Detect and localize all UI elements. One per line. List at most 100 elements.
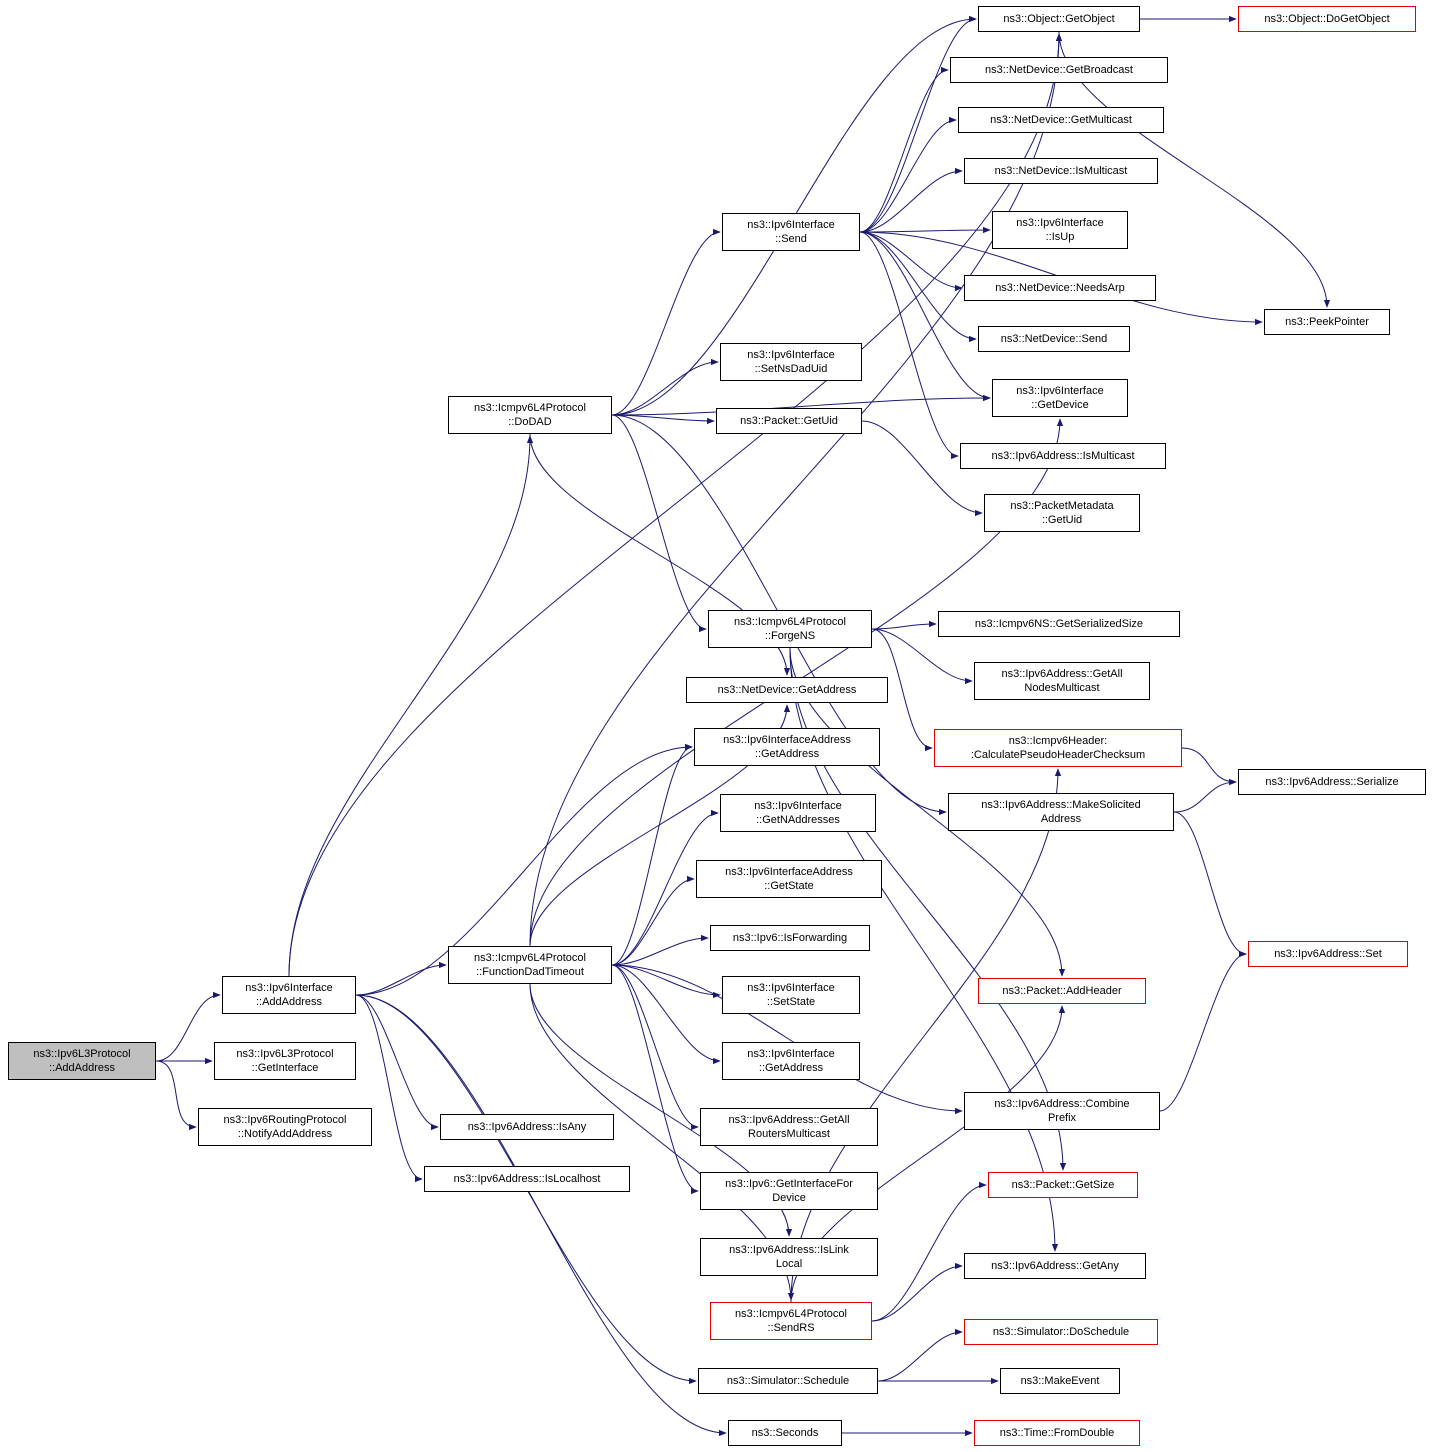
graph-node-makeevent[interactable]: ns3::MakeEvent [1000, 1368, 1120, 1394]
graph-node-label: ns3::NetDevice::GetMulticast [990, 113, 1132, 126]
graph-node-ipv6addr-ismulticast[interactable]: ns3::Ipv6Address::IsMulticast [960, 443, 1166, 469]
graph-node-label: ns3::Simulator::Schedule [726, 1374, 850, 1387]
edge-functiondadtimeout--isforwarding [611, 934, 709, 966]
graph-node-label: ns3::Ipv6RoutingProtocol [223, 1113, 347, 1126]
graph-node-isany[interactable]: ns3::Ipv6Address::IsAny [440, 1114, 614, 1140]
graph-node-label: ns3::Ipv6InterfaceAddress [723, 733, 851, 746]
graph-node-peekpointer[interactable]: ns3::PeekPointer [1264, 309, 1390, 335]
graph-node-label: ::DoDAD [508, 416, 552, 428]
graph-node-label: ns3::Packet::GetUid [740, 414, 838, 427]
edge-functiondadtimeout--ipv6if-getaddress [611, 964, 721, 1065]
graph-node-netdev-send[interactable]: ns3::NetDevice::Send [978, 326, 1130, 352]
graph-node-getobject[interactable]: ns3::Object::GetObject [978, 6, 1140, 32]
graph-node-label: ns3::Icmpv6L4Protocol [474, 951, 586, 964]
graph-node-label: ::SendRS [767, 1322, 815, 1334]
graph-node-ipv6l3-addaddress: ns3::Ipv6L3Protocol::AddAddress [8, 1042, 156, 1080]
graph-node-netdev-getaddress[interactable]: ns3::NetDevice::GetAddress [686, 677, 888, 703]
graph-node-functiondadtimeout[interactable]: ns3::Icmpv6L4Protocol::FunctionDadTimeou… [448, 946, 612, 984]
graph-node-label: ns3::Ipv6Interface [747, 218, 835, 231]
graph-node-label: ns3::NetDevice::GetAddress [717, 683, 857, 696]
edge-ipv6if-send--getmulticast [859, 116, 957, 233]
graph-node-label: ns3::Ipv6L3Protocol [33, 1047, 131, 1060]
edge-schedule--doschedule [877, 1328, 963, 1382]
graph-node-needsarp[interactable]: ns3::NetDevice::NeedsArp [964, 275, 1156, 301]
graph-node-addheader[interactable]: ns3::Packet::AddHeader [978, 978, 1146, 1004]
graph-node-schedule[interactable]: ns3::Simulator::Schedule [698, 1368, 878, 1394]
graph-node-label: ns3::Ipv6Interface [754, 799, 842, 812]
graph-node-netdev-ismulticast[interactable]: ns3::NetDevice::IsMulticast [964, 158, 1158, 184]
graph-node-ipv6addr-set[interactable]: ns3::Ipv6Address::Set [1248, 941, 1408, 967]
graph-node-seconds[interactable]: ns3::Seconds [728, 1420, 842, 1446]
graph-node-getsize[interactable]: ns3::Packet::GetSize [988, 1172, 1138, 1198]
graph-node-dogetobject[interactable]: ns3::Object::DoGetObject [1238, 6, 1416, 32]
graph-node-label: Address [1040, 813, 1082, 825]
graph-node-label: ::GetUid [1041, 514, 1083, 526]
graph-node-isup[interactable]: ns3::Ipv6Interface::IsUp [992, 211, 1128, 249]
edge-ipv6if-send--getobject [859, 15, 977, 233]
graph-node-label: ns3::Ipv6Address::MakeSolicited [981, 798, 1141, 811]
graph-node-getnaddresses[interactable]: ns3::Ipv6Interface::GetNAddresses [720, 794, 876, 832]
edge-dodad--forgens [611, 414, 707, 633]
edge-dodad--packet-getuid [611, 414, 715, 425]
graph-node-label: ::ForgeNS [764, 630, 816, 642]
graph-node-setnsdaduid[interactable]: ns3::Ipv6Interface::SetNsDadUid [720, 343, 862, 381]
graph-node-dodad[interactable]: ns3::Icmpv6L4Protocol::DoDAD [448, 396, 612, 434]
edge-ipv6if-send--ipv6addr-ismulticast [859, 231, 959, 460]
graph-node-label: ns3::NetDevice::NeedsArp [995, 281, 1125, 294]
graph-node-serialize[interactable]: ns3::Ipv6Address::Serialize [1238, 769, 1426, 795]
graph-node-label: ns3::Seconds [751, 1426, 819, 1439]
graph-node-notifyaddaddress[interactable]: ns3::Ipv6RoutingProtocol::NotifyAddAddre… [198, 1108, 372, 1146]
graph-node-getserializedsize[interactable]: ns3::Icmpv6NS::GetSerializedSize [938, 611, 1180, 637]
graph-node-label: ::IsUp [1045, 231, 1075, 243]
graph-node-packet-getuid[interactable]: ns3::Packet::GetUid [716, 408, 862, 434]
graph-node-islocalhost[interactable]: ns3::Ipv6Address::IsLocalhost [424, 1166, 630, 1192]
graph-node-label: ns3::Icmpv6L4Protocol [474, 401, 586, 414]
graph-node-packetmetadata-getuid[interactable]: ns3::PacketMetadata::GetUid [984, 494, 1140, 532]
graph-node-sendrs[interactable]: ns3::Icmpv6L4Protocol::SendRS [710, 1302, 872, 1340]
graph-node-ipv6if-send[interactable]: ns3::Ipv6Interface::Send [722, 213, 860, 251]
edge-dodad--setnsdaduid [611, 358, 719, 416]
graph-node-ipv6l3-getinterface[interactable]: ns3::Ipv6L3Protocol::GetInterface [214, 1042, 356, 1080]
graph-node-getdevice[interactable]: ns3::Ipv6Interface::GetDevice [992, 379, 1128, 417]
graph-node-forgens[interactable]: ns3::Icmpv6L4Protocol::ForgeNS [708, 610, 872, 648]
graph-node-label: ns3::Ipv6Address::GetAll [1001, 667, 1123, 680]
edge-ipv6l3-addaddress--ipv6if-addaddress [155, 991, 221, 1062]
graph-node-label: ::FunctionDadTimeout [476, 966, 584, 978]
graph-node-getmulticast[interactable]: ns3::NetDevice::GetMulticast [958, 107, 1164, 133]
graph-node-ipv6if-getaddress[interactable]: ns3::Ipv6Interface::GetAddress [722, 1042, 860, 1080]
edge-sendrs--getany [871, 1262, 963, 1322]
graph-node-label: ns3::Icmpv6L4Protocol [734, 615, 846, 628]
graph-node-doschedule[interactable]: ns3::Simulator::DoSchedule [964, 1319, 1158, 1345]
graph-node-label: ::AddAddress [255, 996, 323, 1008]
graph-node-label: ns3::Packet::AddHeader [1002, 984, 1122, 997]
graph-node-ifaddr-getstate[interactable]: ns3::Ipv6InterfaceAddress::GetState [696, 860, 882, 898]
edge-ipv6if-send--netdev-send [859, 231, 977, 343]
graph-node-ipv6if-addaddress[interactable]: ns3::Ipv6Interface::AddAddress [222, 976, 356, 1014]
edge-functiondadtimeout--combineprefix [611, 964, 963, 1115]
graph-node-label: ns3::Ipv6Address::GetAll [728, 1113, 850, 1126]
graph-node-label: ns3::NetDevice::Send [1000, 332, 1108, 345]
graph-node-label: ns3::Ipv6Interface [747, 981, 835, 994]
graph-node-getany[interactable]: ns3::Ipv6Address::GetAny [964, 1253, 1146, 1279]
edge-sendrs--getsize [871, 1181, 987, 1322]
edge-ipv6if-send--needsarp [859, 231, 963, 292]
edge-functiondadtimeout--getallroutersmulticast [611, 964, 699, 1131]
graph-node-label: ::GetAddress [758, 1062, 824, 1074]
graph-node-calcpseudoheader[interactable]: ns3::Icmpv6Header::CalculatePseudoHeader… [934, 729, 1182, 767]
graph-node-isforwarding[interactable]: ns3::Ipv6::IsForwarding [710, 925, 870, 951]
graph-node-fromdouble[interactable]: ns3::Time::FromDouble [974, 1420, 1140, 1446]
graph-node-setstate[interactable]: ns3::Ipv6Interface::SetState [722, 976, 860, 1014]
edge-functiondadtimeout--ifaddr-getstate [611, 875, 695, 966]
graph-node-ifaddr-getaddress[interactable]: ns3::Ipv6InterfaceAddress::GetAddress [694, 728, 880, 766]
graph-node-label: ns3::Ipv6Interface [747, 348, 835, 361]
graph-node-getbroadcast[interactable]: ns3::NetDevice::GetBroadcast [950, 57, 1168, 83]
graph-node-label: RoutersMulticast [748, 1128, 830, 1140]
graph-node-label: ns3::Packet::GetSize [1011, 1178, 1115, 1191]
edge-dodad--ipv6if-send [611, 228, 721, 416]
